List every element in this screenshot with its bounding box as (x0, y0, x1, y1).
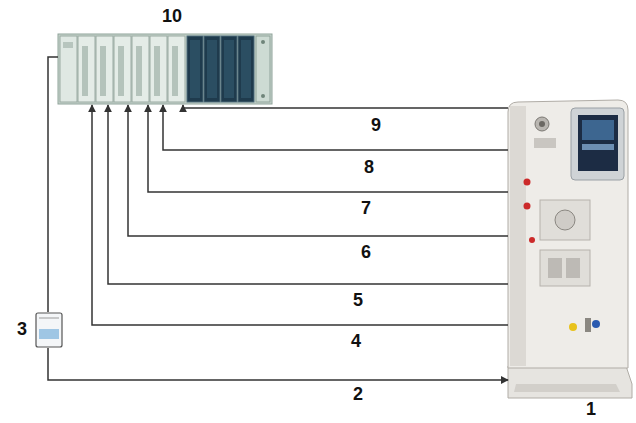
signal-line (183, 105, 508, 108)
line-number-holder: 5 (352, 290, 364, 310)
signal-line (148, 105, 508, 192)
line-number: 5 (352, 290, 364, 310)
line-number: 7 (360, 198, 372, 218)
dialysis-machine (508, 100, 632, 398)
container-box: 3 (35, 312, 63, 348)
line-number: 4 (350, 331, 362, 351)
line-number: 8 (363, 157, 375, 177)
signal-line (92, 105, 508, 325)
signal-line (108, 105, 508, 284)
signal-line (128, 105, 508, 236)
line-number: 6 (360, 242, 372, 262)
plc-rack (58, 34, 272, 104)
plc-rack-box: 10 (58, 4, 272, 105)
callout-number: 10 (162, 6, 182, 26)
line-number-holder: 7 (360, 198, 372, 218)
line-number-holder: 8 (363, 157, 375, 177)
line-number-holder: 9 (370, 115, 382, 135)
line-number-holder: 6 (360, 242, 372, 262)
signal-line (48, 57, 58, 312)
line-number-holder: 4 (350, 331, 362, 351)
machine-box: 1 (508, 95, 632, 420)
line-number: 2 (352, 384, 364, 404)
callout-number: 1 (586, 399, 596, 419)
line-number: 9 (370, 115, 382, 135)
signal-line (163, 105, 508, 150)
callout-number: 3 (17, 319, 27, 339)
container-illustration (36, 313, 62, 347)
signal-line (48, 348, 508, 380)
line-number-holder: 2 (352, 384, 364, 404)
